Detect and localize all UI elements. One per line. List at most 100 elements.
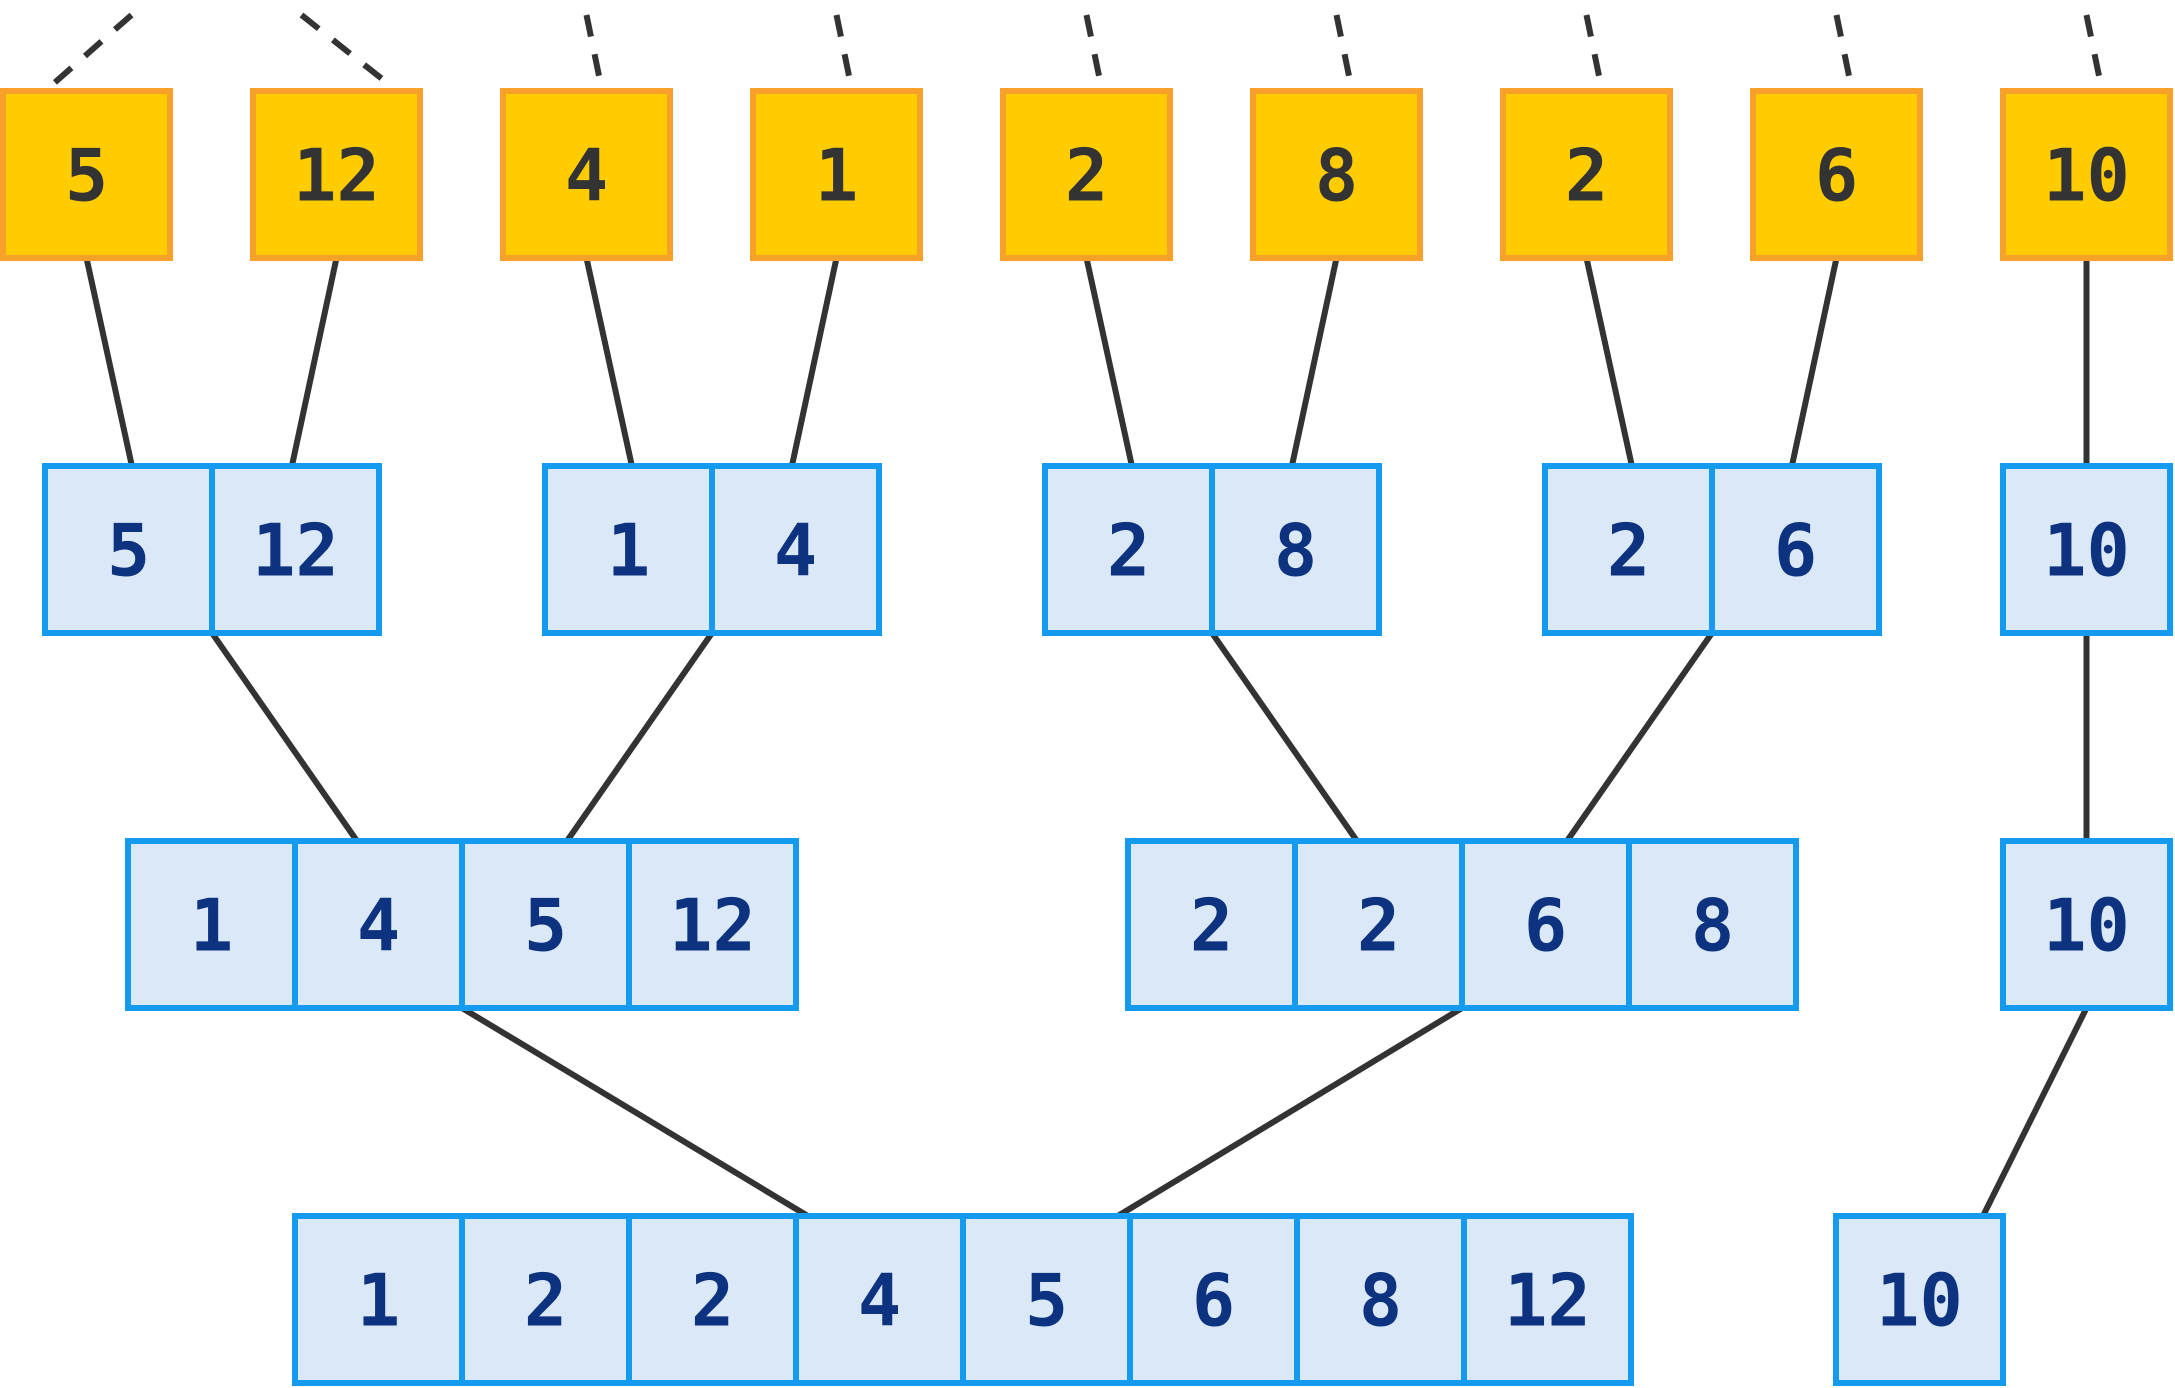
input-dashed-edge-7 bbox=[1833, 14, 1855, 89]
cell-value: 10 bbox=[1876, 1259, 1963, 1343]
input-element-2: 4 bbox=[500, 88, 673, 261]
edge-l0-1 bbox=[288, 257, 340, 467]
cell-value: 5 bbox=[524, 884, 567, 968]
cell-value: 8 bbox=[1691, 884, 1734, 968]
array-cell bbox=[1042, 463, 1215, 636]
cell-value: 4 bbox=[357, 884, 400, 968]
cell-value: 10 bbox=[2043, 509, 2130, 593]
merged-array-l1-4: 10 bbox=[2000, 463, 2173, 636]
input-element-4: 2 bbox=[1000, 88, 1173, 261]
cell-value: 2 bbox=[1107, 509, 1150, 593]
input-element-0: 5 bbox=[0, 88, 173, 261]
edge-l0-7 bbox=[1788, 257, 1840, 467]
array-cell bbox=[1709, 463, 1882, 636]
cell-value: 12 bbox=[252, 509, 339, 593]
cell-value: 12 bbox=[669, 884, 756, 968]
edge-l1-1 bbox=[564, 631, 715, 843]
array-cell bbox=[125, 838, 298, 1011]
cell-value: 1 bbox=[357, 1259, 400, 1343]
array-cell bbox=[626, 1213, 799, 1386]
edge-l2-2 bbox=[1980, 1006, 2090, 1218]
cell-value: 2 bbox=[1065, 134, 1108, 218]
array-cell bbox=[0, 88, 173, 261]
array-cell bbox=[1127, 1213, 1300, 1386]
array-cell bbox=[500, 88, 673, 261]
input-element-3: 1 bbox=[750, 88, 923, 261]
array-cell bbox=[250, 88, 423, 261]
edge-l0-2 bbox=[583, 257, 635, 467]
array-cell bbox=[626, 838, 799, 1011]
cell-value: 1 bbox=[607, 509, 650, 593]
array-cell bbox=[1292, 838, 1465, 1011]
merged-array-l2-2: 10 bbox=[2000, 838, 2173, 1011]
cell-value: 1 bbox=[190, 884, 233, 968]
cell-value: 2 bbox=[1190, 884, 1233, 968]
array-cell bbox=[2000, 838, 2173, 1011]
array-cell bbox=[1833, 1213, 2006, 1386]
cell-value: 2 bbox=[524, 1259, 567, 1343]
edge-l2-1 bbox=[1116, 1005, 1464, 1219]
cell-value: 2 bbox=[691, 1259, 734, 1343]
array-cell bbox=[292, 1213, 465, 1386]
array-cell bbox=[1209, 463, 1382, 636]
cell-value: 8 bbox=[1274, 509, 1317, 593]
input-dashed-edge-1 bbox=[299, 12, 396, 91]
input-dashed-edge-4 bbox=[1083, 14, 1105, 89]
input-element-1: 12 bbox=[250, 88, 423, 261]
cell-value: 2 bbox=[1565, 134, 1608, 218]
merged-array-l3-1: 10 bbox=[1833, 1213, 2006, 1386]
merged-array-l1-0: 5 12 bbox=[42, 463, 382, 636]
cell-value: 10 bbox=[2043, 134, 2130, 218]
edge-l1-2 bbox=[1209, 631, 1360, 843]
cell-value: 8 bbox=[1359, 1259, 1402, 1343]
cell-value: 4 bbox=[565, 134, 608, 218]
cell-value: 2 bbox=[1357, 884, 1400, 968]
input-element-7: 6 bbox=[1750, 88, 1923, 261]
array-cell bbox=[1626, 838, 1799, 1011]
array-cell bbox=[1750, 88, 1923, 261]
cell-value: 5 bbox=[107, 509, 150, 593]
array-cell bbox=[209, 463, 382, 636]
input-element-5: 8 bbox=[1250, 88, 1423, 261]
array-cell bbox=[459, 838, 632, 1011]
cell-value: 5 bbox=[1025, 1259, 1068, 1343]
edge-l1-3 bbox=[1564, 631, 1715, 843]
cell-value: 6 bbox=[1192, 1259, 1235, 1343]
edge-l0-0 bbox=[83, 257, 135, 467]
cell-value: 6 bbox=[1524, 884, 1567, 968]
cell-value: 4 bbox=[774, 509, 817, 593]
edge-l0-5 bbox=[1288, 257, 1340, 467]
array-cell bbox=[1294, 1213, 1467, 1386]
array-cell bbox=[1459, 838, 1632, 1011]
array-cell bbox=[1461, 1213, 1634, 1386]
array-cell bbox=[1250, 88, 1423, 261]
cell-value: 1 bbox=[815, 134, 858, 218]
array-cell bbox=[750, 88, 923, 261]
cell-value: 4 bbox=[858, 1259, 901, 1343]
array-cell bbox=[2000, 463, 2173, 636]
cell-value: 6 bbox=[1815, 134, 1858, 218]
array-cell bbox=[542, 463, 715, 636]
array-cell bbox=[1542, 463, 1715, 636]
array-cell bbox=[1000, 88, 1173, 261]
input-dashed-edge-0 bbox=[46, 12, 134, 91]
edge-l2-0 bbox=[460, 1005, 810, 1219]
array-cell bbox=[1125, 838, 1298, 1011]
edge-l0-6 bbox=[1583, 257, 1635, 467]
edges bbox=[46, 12, 2105, 1219]
input-dashed-edge-3 bbox=[833, 14, 855, 89]
cell-value: 12 bbox=[293, 134, 380, 218]
array-cell bbox=[2000, 88, 2173, 261]
merged-array-l2-0: 1 4 5 12 bbox=[125, 838, 799, 1011]
cell-value: 10 bbox=[2043, 884, 2130, 968]
array-cell bbox=[42, 463, 215, 636]
cell-value: 8 bbox=[1315, 134, 1358, 218]
input-dashed-edge-8 bbox=[2083, 14, 2105, 89]
input-dashed-edge-5 bbox=[1333, 14, 1355, 89]
